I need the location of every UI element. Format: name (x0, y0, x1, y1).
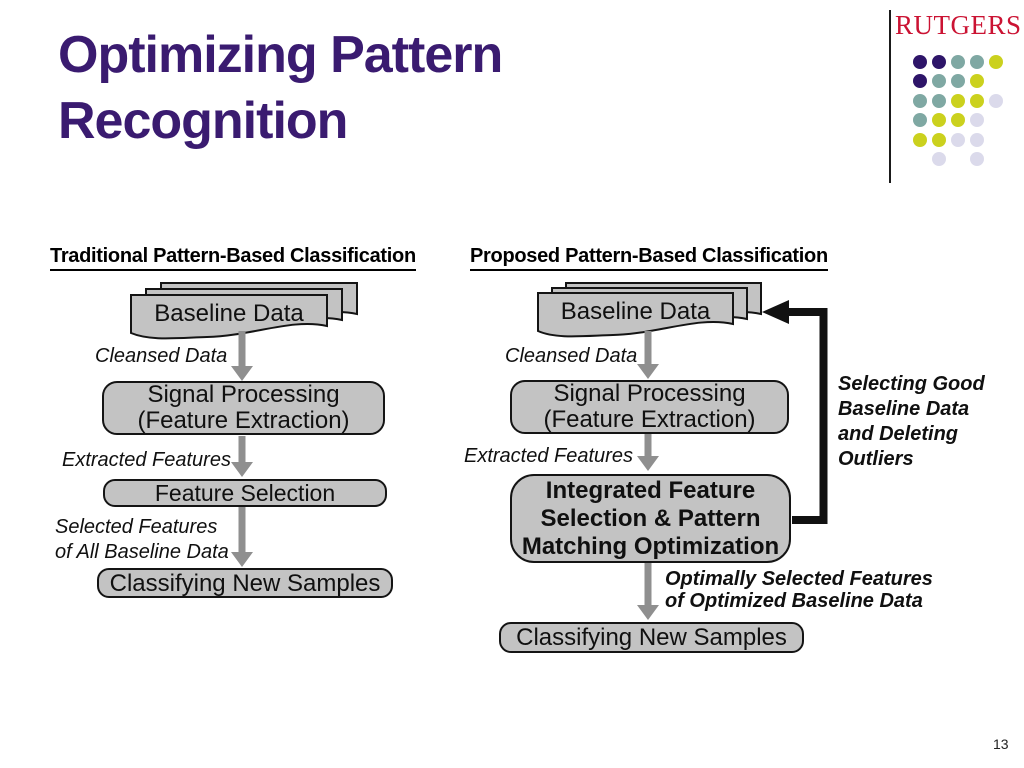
left-classifying-box: Classifying New Samples (97, 568, 393, 598)
lavender-dot (969, 152, 984, 167)
left-extracted-features-label: Extracted Features (62, 449, 231, 471)
lavender-dot (988, 93, 1003, 108)
arrow-down-icon (637, 432, 659, 471)
yellow-dot (988, 54, 1003, 69)
yellow-dot (931, 132, 946, 147)
box-text-line: Signal Processing (147, 381, 340, 408)
teal-dot (912, 113, 927, 128)
yellow-dot (912, 132, 927, 147)
lavender-dot (950, 132, 965, 147)
purple-dot (912, 54, 927, 69)
slide-title: Optimizing Pattern Recognition (58, 26, 503, 150)
feature-selection-box: Feature Selection (103, 479, 387, 507)
box-text-line: Feature Selection (154, 479, 336, 506)
yellow-dot (969, 93, 984, 108)
right-extracted-features-label: Extracted Features (464, 445, 633, 467)
purple-dot (912, 74, 927, 89)
label-line: Outliers (838, 448, 914, 470)
box-text-line: Integrated Feature (545, 476, 756, 504)
box-text-line: Selection & Pattern (540, 504, 761, 532)
right-cleansed-data-label: Cleansed Data (505, 345, 638, 367)
arrow-down-icon (637, 562, 659, 620)
right-baseline-data-label: Baseline Data (560, 298, 711, 325)
feedback-annotation: Selecting Good Baseline Data and Deletin… (838, 372, 985, 472)
box-text-line: Classifying New Samples (109, 569, 381, 597)
traditional-heading: Traditional Pattern-Based Classification (50, 245, 416, 271)
arrow-down-icon (231, 331, 253, 381)
document-shape (130, 294, 328, 340)
page-number: 13 (993, 736, 1009, 752)
yellow-dot (931, 113, 946, 128)
box-text-line: (Feature Extraction) (137, 407, 350, 434)
logo-dot-grid (910, 52, 1005, 169)
lavender-dot (931, 152, 946, 167)
teal-dot (931, 74, 946, 89)
teal-dot (912, 93, 927, 108)
label-line: Selecting Good (838, 373, 985, 395)
box-text-line: (Feature Extraction) (543, 406, 756, 433)
teal-dot (931, 93, 946, 108)
teal-dot (950, 54, 965, 69)
rutgers-wordmark: RUTGERS (895, 10, 1022, 40)
document-shape (537, 292, 734, 338)
arrow-down-icon (637, 331, 659, 379)
right-signal-processing-box: Signal Processing (Feature Extraction) (510, 380, 789, 434)
yellow-dot (950, 113, 965, 128)
left-baseline-data-label: Baseline Data (154, 300, 304, 327)
left-doc-stack (130, 282, 358, 340)
label-line: of Optimized Baseline Data (665, 590, 923, 612)
arrow-down-icon (231, 507, 253, 567)
proposed-heading: Proposed Pattern-Based Classification (470, 245, 828, 271)
yellow-dot (969, 74, 984, 89)
label-line: and Deleting (838, 423, 959, 445)
feedback-arrow (762, 300, 828, 524)
yellow-dot (950, 93, 965, 108)
box-text-line: Classifying New Samples (516, 623, 787, 651)
right-doc-stack (537, 282, 762, 338)
integrated-optimization-box: Integrated Feature Selection & Pattern M… (510, 474, 791, 563)
box-text-line: Matching Optimization (521, 532, 780, 560)
left-cleansed-data-label: Cleansed Data (95, 345, 228, 367)
teal-dot (950, 74, 965, 89)
teal-dot (969, 54, 984, 69)
lavender-dot (969, 113, 984, 128)
arrow-down-icon (231, 436, 253, 477)
label-line: of All Baseline Data (55, 541, 229, 563)
logo-vertical-rule (889, 10, 891, 183)
purple-dot (931, 54, 946, 69)
label-line: Selected Features (55, 516, 218, 538)
label-line: Optimally Selected Features (665, 568, 933, 590)
box-text-line: Signal Processing (553, 380, 746, 407)
optimally-selected-label: Optimally Selected Features of Optimized… (665, 568, 933, 612)
label-line: Baseline Data (838, 398, 970, 420)
lavender-dot (969, 132, 984, 147)
left-signal-processing-box: Signal Processing (Feature Extraction) (102, 381, 385, 435)
selected-features-label: Selected Features of All Baseline Data (55, 515, 229, 565)
rutgers-logo: RUTGERS (880, 8, 1024, 193)
right-classifying-box: Classifying New Samples (499, 622, 804, 653)
